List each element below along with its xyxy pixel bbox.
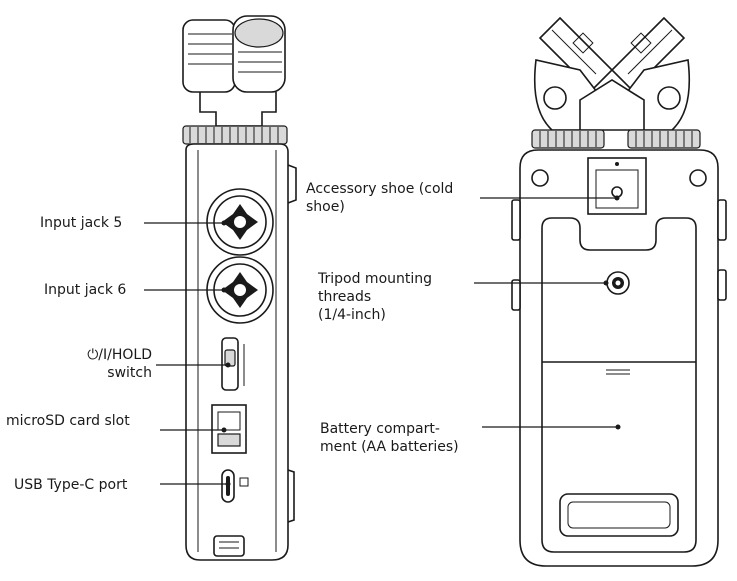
callout-battery-compartment: Battery compart- ment (AA batteries) [320, 421, 459, 455]
side-knurled-ring [182, 125, 288, 145]
side-view-device [182, 15, 297, 561]
tripod-thread-graphic [606, 271, 630, 295]
back-view-microphones [533, 16, 691, 131]
accessory-shoe-graphic [587, 157, 647, 215]
microsd-slot-graphic [211, 404, 247, 454]
back-knurled-ring-right [627, 129, 701, 149]
callout-input-jack-6: Input jack 6 [44, 282, 127, 298]
callout-power-hold-switch: ⏻/I/HOLD switch [87, 347, 152, 381]
callout-microsd-slot: microSD card slot [6, 413, 130, 429]
back-view-body [519, 149, 719, 567]
side-view-microphones [182, 15, 286, 127]
side-bottom-tab [213, 535, 245, 557]
callout-usb-port: USB Type-C port [14, 477, 128, 493]
callout-accessory-shoe: Accessory shoe (cold shoe) [306, 181, 454, 215]
callout-input-jack-5: Input jack 5 [40, 215, 123, 231]
leader-lines [144, 195, 621, 487]
input-jack-5-graphic [206, 188, 274, 256]
battery-cover-recess [559, 493, 679, 537]
callout-tripod-threads: Tripod mounting threads (1/4-inch) [318, 271, 433, 323]
back-view-device [511, 16, 727, 567]
back-knurled-ring-left [531, 129, 605, 149]
